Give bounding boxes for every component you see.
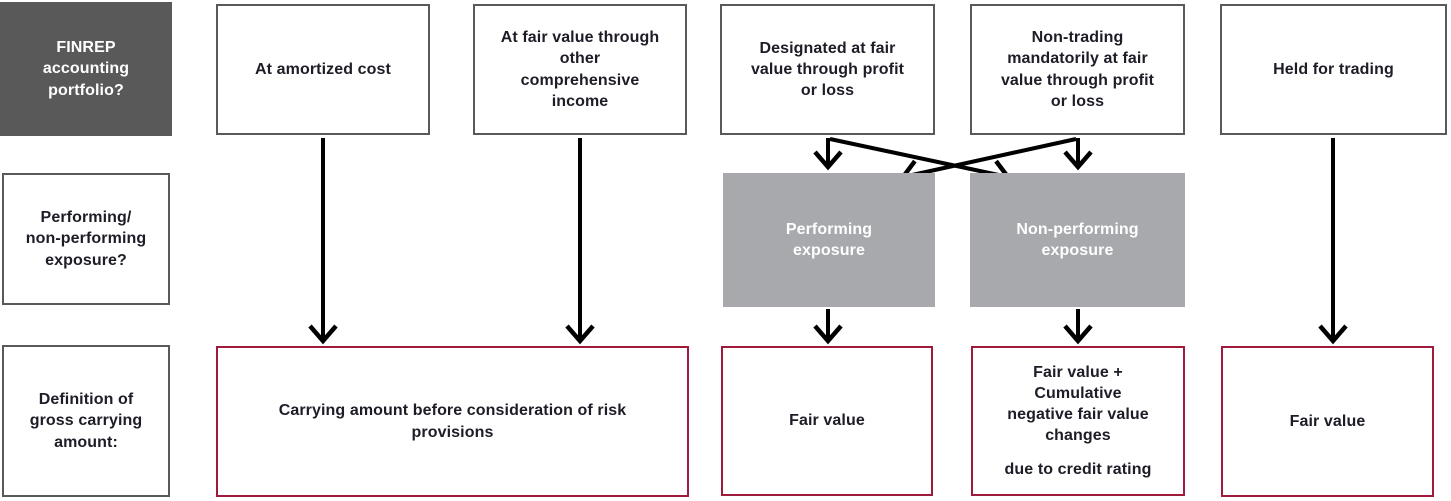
portfolio-box-held-for-trading-text: Held for trading — [1273, 60, 1394, 78]
definition-box-fair-value-performing-text: Fair value — [789, 412, 865, 430]
definition-box-fair-value-plus-content: Fair value + Cumulative negative fair va… — [995, 358, 1162, 485]
portfolio-box-non-trading-mandatory-fvtpl-text: Non-trading mandatorily at fair value th… — [1000, 29, 1155, 110]
exposure-box-performing: Performing exposure — [723, 173, 935, 307]
portfolio-box-fair-value-oci: At fair value through other comprehensiv… — [473, 4, 687, 135]
row-label-definition-text: Definition of gross carrying amount: — [29, 391, 143, 451]
row-label-performing-exposure-question: Performing/ non-performing exposure? — [2, 173, 170, 305]
row-label-definition-gross-carrying-amount: Definition of gross carrying amount: — [2, 345, 170, 497]
definition-box-carrying-amount-before-risk-provisions: Carrying amount before consideration of … — [216, 346, 689, 497]
row-label-finrep-accounting-portfolio: FINREP accounting portfolio? — [0, 2, 172, 136]
definition-box-carrying-amount-text: Carrying amount before consideration of … — [278, 402, 627, 441]
portfolio-box-fair-value-oci-text: At fair value through other comprehensiv… — [500, 29, 660, 110]
arrow-designated-fvtpl-to-non-performing — [829, 137, 1012, 189]
definition-box-fair-value-plus-line1: Fair value + Cumulative negative fair va… — [1007, 363, 1149, 445]
definition-box-fair-value-trading: Fair value — [1221, 346, 1434, 497]
portfolio-box-held-for-trading: Held for trading — [1220, 4, 1447, 135]
portfolio-box-non-trading-mandatory-fvtpl: Non-trading mandatorily at fair value th… — [970, 4, 1185, 135]
row-label-exposure-text: Performing/ non-performing exposure? — [25, 209, 147, 269]
arrow-mandatory-fvtpl-to-performing — [899, 137, 1077, 189]
portfolio-box-designated-fvtpl-text: Designated at fair value through profit … — [750, 39, 905, 100]
portfolio-box-at-amortized-cost-text: At amortized cost — [255, 60, 391, 78]
row-label-finrep-text: FINREP accounting portfolio? — [42, 39, 130, 99]
exposure-box-non-performing-text: Non-performing exposure — [1016, 220, 1139, 259]
exposure-box-performing-text: Performing exposure — [785, 220, 873, 259]
portfolio-box-at-amortized-cost: At amortized cost — [216, 4, 430, 135]
definition-box-fair-value-performing: Fair value — [721, 346, 933, 496]
definition-box-fair-value-plus-line2: due to credit rating — [1004, 461, 1152, 479]
definition-box-fair-value-trading-text: Fair value — [1289, 412, 1366, 430]
portfolio-box-designated-fvtpl: Designated at fair value through profit … — [720, 4, 935, 135]
definition-box-fair-value-plus-cumulative-changes: Fair value + Cumulative negative fair va… — [971, 346, 1185, 496]
exposure-box-non-performing: Non-performing exposure — [970, 173, 1185, 307]
